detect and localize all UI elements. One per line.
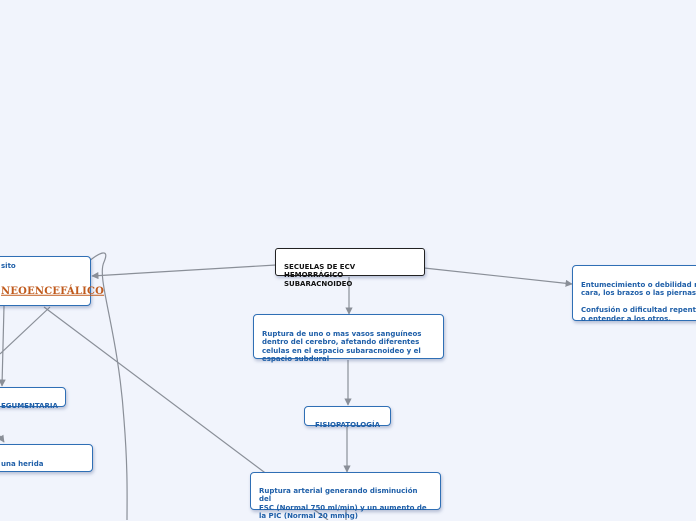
connector-left-downleft: [0, 306, 51, 355]
tegumentaria-node[interactable]: EGUMENTARIA: [0, 387, 66, 410]
ruptura-node-label: Ruptura de uno o mas vasos sanguíneos de…: [262, 329, 422, 364]
root-node[interactable]: SECUELAS DE ECV HEMORRÁGICO SUBARACNOIDE…: [275, 248, 425, 288]
fisiopatologia-node-label: FISIOPATOLOGÍA: [315, 420, 380, 429]
connector-root-right: [423, 267, 573, 287]
herida-node[interactable]: una herida: [0, 444, 93, 472]
tegumentaria-node-label: EGUMENTARIA: [1, 401, 58, 410]
left-main-node[interactable]: sito NEOENCEFÁLICO: [0, 256, 104, 306]
fisiopatologia-node[interactable]: FISIOPATOLOGÍA: [304, 406, 391, 429]
left-main-node-title: NEOENCEFÁLICO: [1, 285, 105, 297]
root-node-label: SECUELAS DE ECV HEMORRÁGICO SUBARACNOIDE…: [284, 262, 356, 288]
connector-left-tegumentaria: [0, 305, 6, 387]
herida-node-label: una herida: [1, 459, 44, 468]
left-main-node-fragment: sito: [1, 262, 16, 270]
symptoms-node[interactable]: Entumecimiento o debilidad re cara, los …: [572, 265, 696, 323]
symptoms-node-label: Entumecimiento o debilidad re cara, los …: [581, 280, 696, 323]
connector-root-left: [91, 264, 277, 280]
ruptura-arterial-node-label: Ruptura arterial generando disminución d…: [259, 486, 427, 521]
ruptura-arterial-node[interactable]: Ruptura arterial generando disminución d…: [250, 472, 441, 520]
connector-tegumentaria-herida: [0, 434, 5, 443]
ruptura-node[interactable]: Ruptura de uno o mas vasos sanguíneos de…: [253, 314, 444, 363]
connector-left-loop: [87, 252, 128, 520]
